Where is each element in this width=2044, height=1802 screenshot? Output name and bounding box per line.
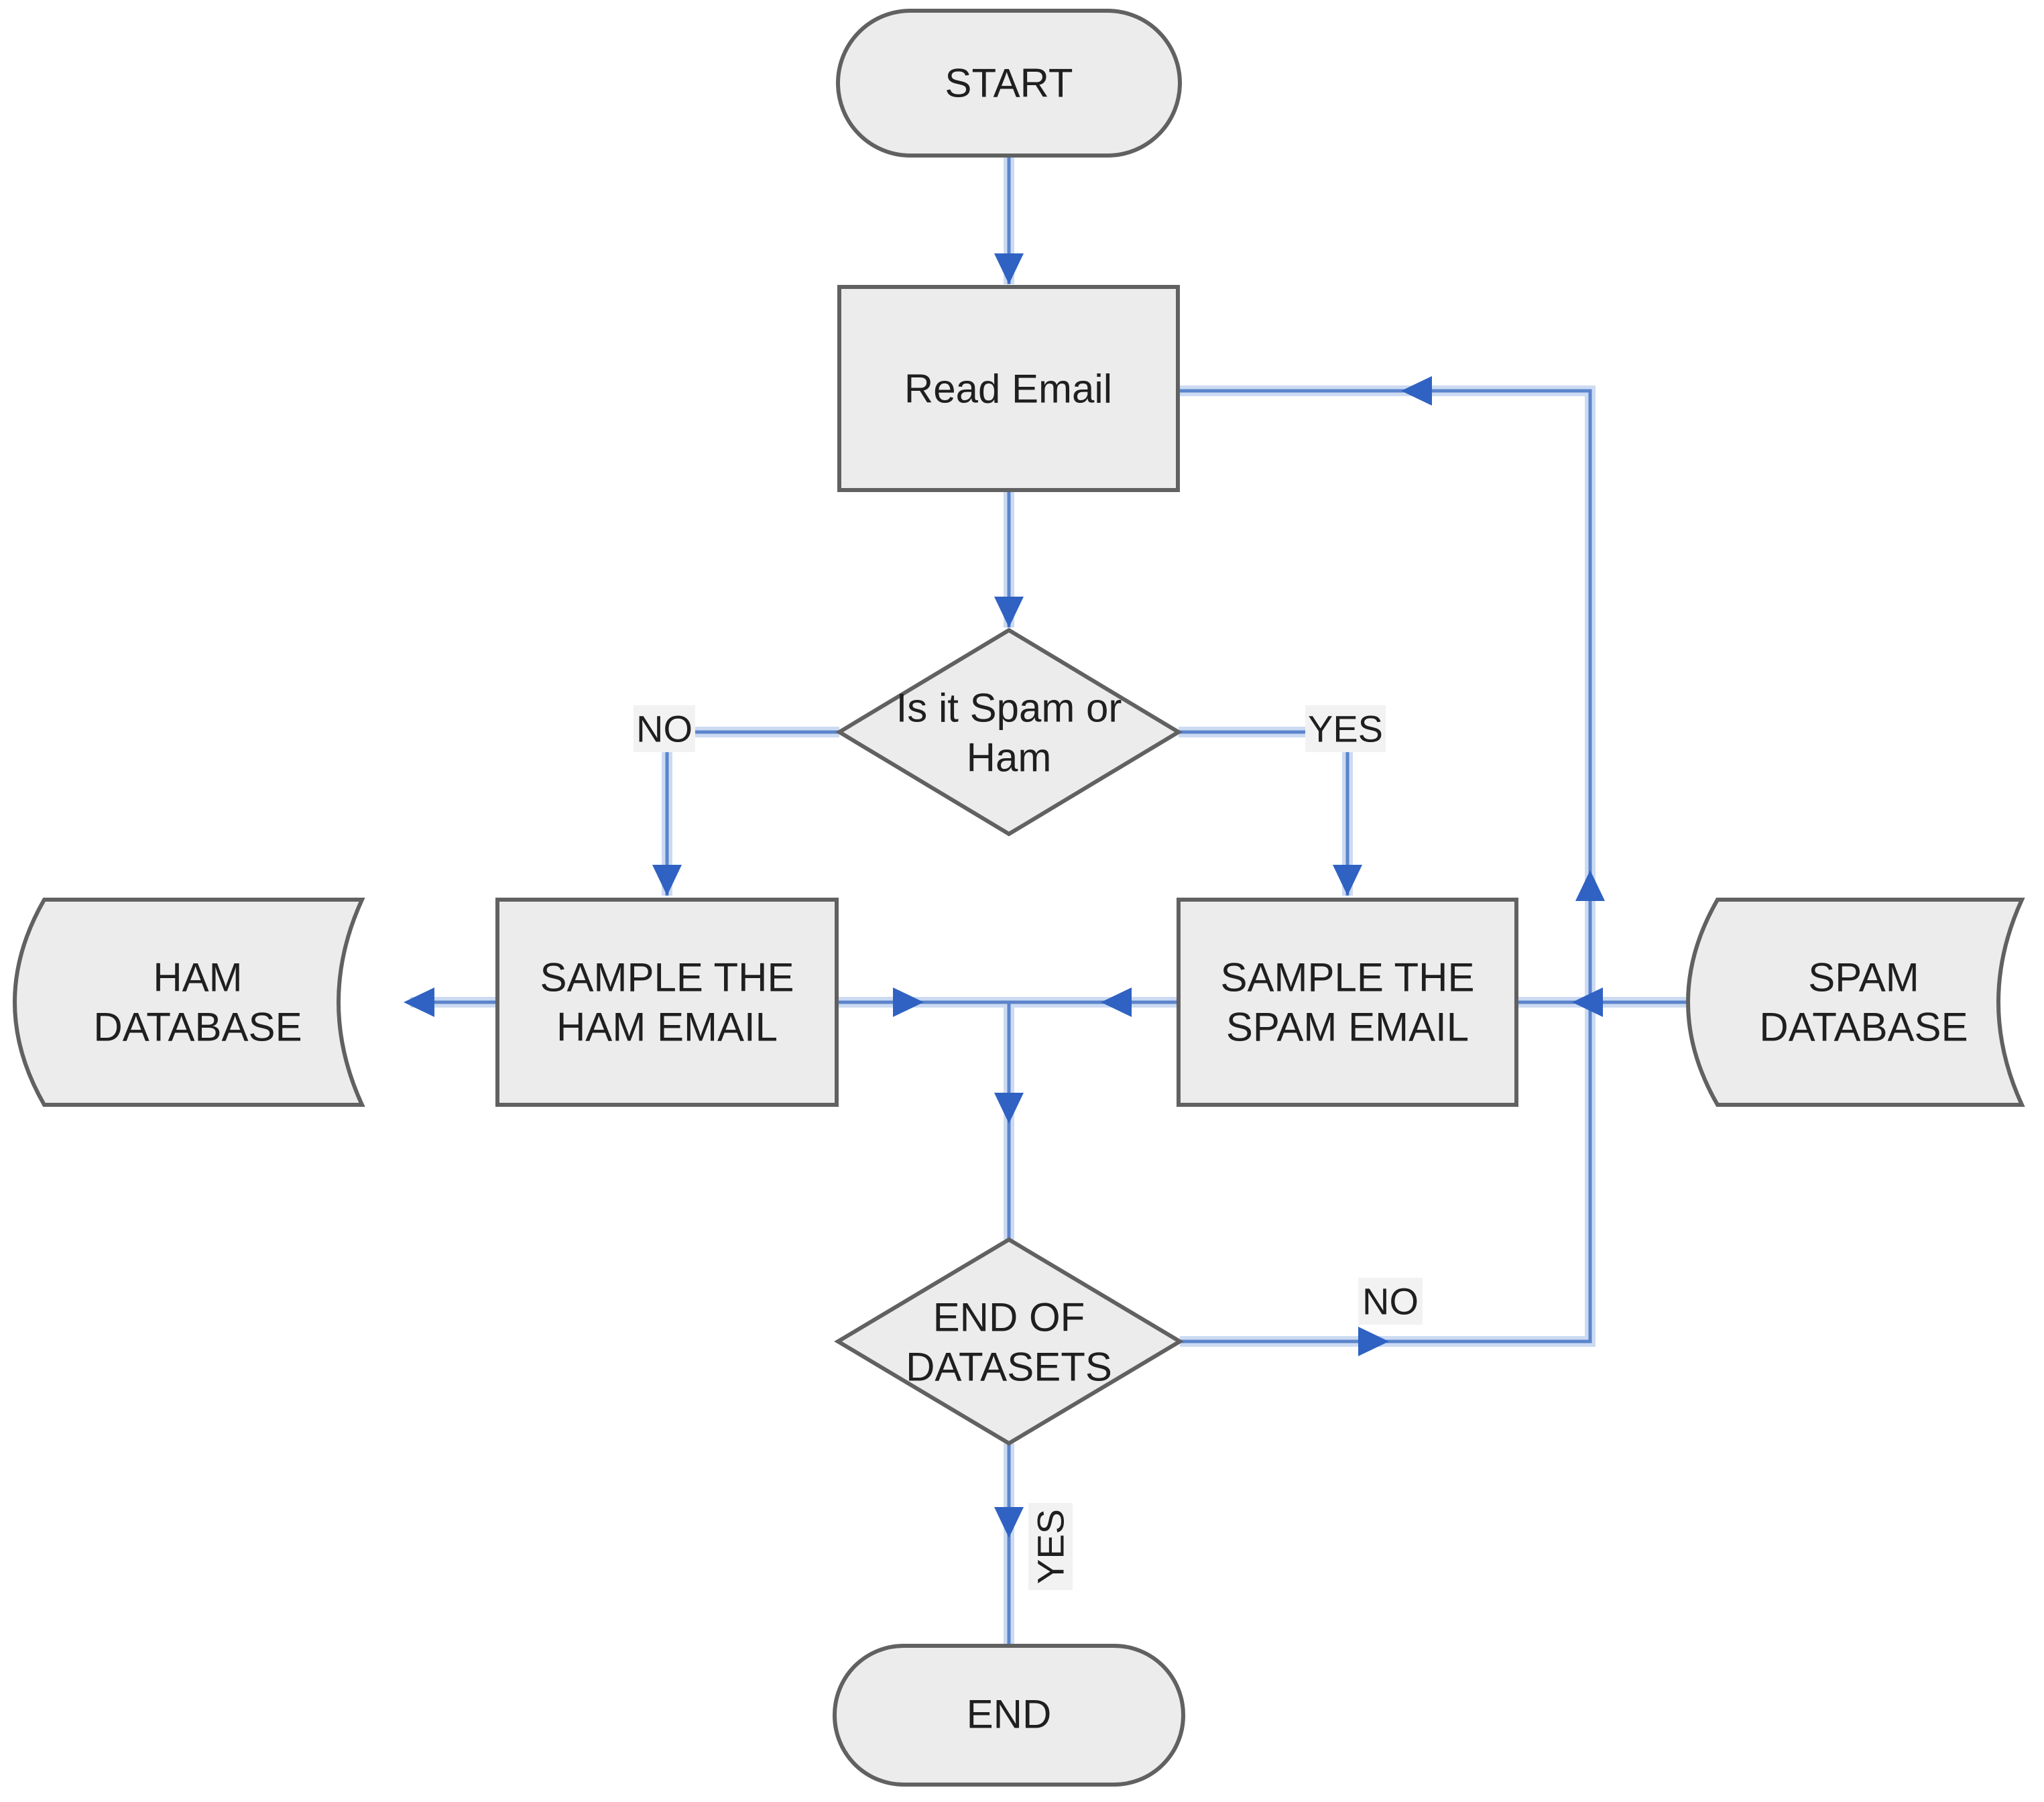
spam-database-label-line1: SPAM (1808, 955, 1919, 1000)
spam-or-ham-label-line2: Ham (967, 735, 1052, 780)
edge-decision-yes-to-sample-spam (1179, 727, 1353, 896)
sample-ham-label-line2: HAM EMAIL (556, 1005, 778, 1050)
node-end-of-datasets-decision: END OF DATASETS (834, 1237, 1184, 1446)
arrowhead-into-read-email (994, 253, 1024, 284)
datasets-yes-label: YES (1030, 1509, 1072, 1584)
edge-datasets-no-feedback (1178, 385, 1596, 1347)
node-spam-database: SPAM DATABASE (1686, 898, 2025, 1107)
sample-spam-label-line2: SPAM EMAIL (1226, 1005, 1469, 1050)
arrowhead-ham-toward-junction (893, 987, 924, 1017)
spam-database-stored-data-shape (1686, 898, 2025, 1107)
end-terminator-shape (833, 1644, 1185, 1787)
node-read-email: Read Email (837, 285, 1180, 492)
edge-label-spam-or-ham-no: NO (634, 705, 695, 752)
edge-label-spam-or-ham-yes: YES (1305, 705, 1386, 752)
edge-datasets-no-feedback-core (1178, 389, 1592, 1343)
arrowhead-spam-toward-junction (1101, 987, 1132, 1017)
sample-ham-process-shape (495, 898, 839, 1107)
edge-label-end-of-datasets-yes: YES (1028, 1503, 1073, 1590)
arrowhead-into-sample-spam (1333, 865, 1362, 896)
arrowhead-feedback-up (1575, 870, 1605, 901)
spam-or-ham-label-line1: Is it Spam or (896, 686, 1122, 731)
edge-decision-no-to-sample-ham (662, 727, 839, 896)
node-end: END (833, 1644, 1185, 1787)
ham-database-stored-data-shape (13, 898, 365, 1107)
end-of-datasets-label-line2: DATASETS (906, 1345, 1112, 1390)
sample-spam-label-line1: SAMPLE THE (1220, 955, 1474, 1000)
edge-decision-yes-to-sample-spam-core (1179, 730, 1349, 896)
ham-database-label-line1: HAM (153, 955, 242, 1000)
yes-label-background (1305, 705, 1386, 752)
no-label-background (634, 705, 695, 752)
spam-database-label-line2: DATABASE (1759, 1005, 1968, 1050)
sample-spam-process-shape (1177, 898, 1518, 1107)
arrowhead-spam-database-line (1572, 987, 1603, 1017)
node-start: START (836, 9, 1182, 158)
arrowhead-yes-down-to-end (994, 1507, 1024, 1538)
end-of-datasets-label-line1: END OF (933, 1295, 1085, 1340)
start-terminator-shape (836, 9, 1182, 158)
node-sample-spam: SAMPLE THE SPAM EMAIL (1177, 898, 1518, 1107)
arrowheads (404, 253, 1605, 1538)
arrowhead-into-ham-database (404, 987, 434, 1017)
arrowhead-into-sample-ham (652, 865, 682, 896)
datasets-yes-label-background (1028, 1503, 1073, 1590)
sample-ham-label-line1: SAMPLE THE (540, 955, 794, 1000)
arrowhead-datasets-no-right (1358, 1327, 1389, 1356)
node-spam-or-ham-decision: Is it Spam or Ham (835, 627, 1183, 837)
spam-or-ham-diamond-shape (835, 627, 1183, 837)
edge-decision-no-to-sample-ham-core (665, 730, 839, 896)
arrowhead-into-spam-or-ham-decision (994, 597, 1024, 627)
edge-label-end-of-datasets-no: NO (1358, 1278, 1423, 1325)
no-label: NO (636, 708, 693, 750)
start-label: START (945, 61, 1073, 106)
yes-label: YES (1308, 708, 1383, 750)
datasets-no-label: NO (1362, 1280, 1419, 1323)
read-email-process-shape (837, 285, 1180, 492)
end-of-datasets-diamond-shape (834, 1237, 1184, 1446)
node-ham-database: HAM DATABASE (13, 898, 365, 1107)
node-sample-ham: SAMPLE THE HAM EMAIL (495, 898, 839, 1107)
arrowhead-feedback-into-read-email (1401, 376, 1432, 406)
arrowhead-junction-down (994, 1093, 1024, 1124)
read-email-label: Read Email (904, 367, 1112, 412)
ham-database-label-line2: DATABASE (93, 1005, 302, 1050)
end-label: END (967, 1692, 1052, 1737)
datasets-no-label-background (1358, 1278, 1423, 1325)
